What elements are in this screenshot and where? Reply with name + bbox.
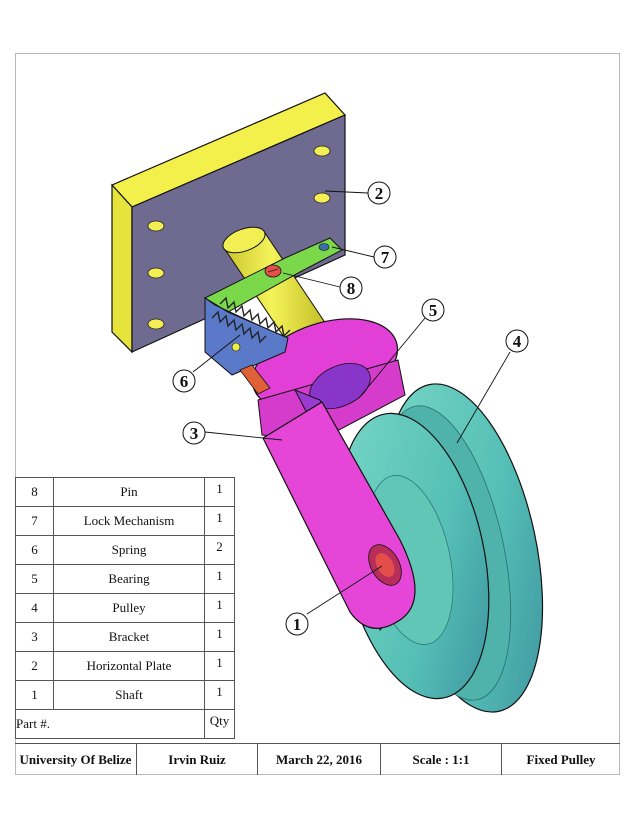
title-block: University Of Belize Irvin Ruiz March 22… — [15, 743, 620, 775]
callout-3-label: 3 — [190, 424, 199, 443]
part-name: Pin — [53, 477, 205, 507]
part-number: 7 — [15, 506, 54, 536]
callout-5-label: 5 — [429, 301, 438, 320]
callout-7: 7 — [373, 245, 397, 269]
spring-coil — [211, 310, 267, 344]
part-number-header: Part #. — [15, 709, 205, 739]
leader-lines — [192, 190, 511, 615]
pin — [264, 264, 282, 278]
table-row: 3 Bracket 1 — [15, 622, 235, 652]
callout-2-label: 2 — [375, 184, 384, 203]
bracket — [251, 318, 416, 632]
lock-small-hole — [231, 342, 241, 352]
part-qty: 1 — [204, 651, 235, 681]
plate-hole — [313, 192, 331, 204]
table-row: 2 Horizontal Plate 1 — [15, 651, 235, 681]
leader-line-2 — [324, 190, 369, 194]
table-row: 5 Bearing 1 — [15, 564, 235, 594]
part-number: 2 — [15, 651, 54, 681]
leader-line-3 — [204, 431, 283, 441]
part-number: 8 — [15, 477, 54, 507]
plate-hole — [147, 318, 165, 330]
plate-side-face — [111, 183, 133, 354]
lock-red-rod — [239, 364, 271, 395]
shaft-axle-end — [375, 553, 395, 577]
part-name: Shaft — [53, 680, 205, 710]
table-row: 6 Spring 2 — [15, 535, 235, 565]
part-qty: 1 — [204, 477, 235, 507]
plate-hole — [147, 267, 165, 279]
pin-slot — [267, 268, 279, 273]
part-name: Pulley — [53, 593, 205, 623]
plate-hole — [313, 145, 331, 157]
part-qty: 1 — [204, 622, 235, 652]
leader-line-4 — [456, 351, 511, 444]
part-number: 3 — [15, 622, 54, 652]
part-qty: 1 — [204, 680, 235, 710]
spring — [211, 296, 291, 344]
callout-4-label: 4 — [513, 332, 522, 351]
part-number: 1 — [15, 680, 54, 710]
spring-coil — [219, 296, 291, 338]
leader-line-7 — [331, 246, 375, 258]
part-name: Spring — [53, 535, 205, 565]
table-header-row: Part #. Qty — [15, 709, 235, 739]
part-number: 6 — [15, 535, 54, 565]
parts-list-table: 8 Pin 1 7 Lock Mechanism 1 6 Spring 2 5 … — [15, 477, 235, 739]
part-qty: 1 — [204, 564, 235, 594]
table-row: 4 Pulley 1 — [15, 593, 235, 623]
leader-line-8 — [282, 272, 341, 288]
part-qty: 2 — [204, 535, 235, 565]
plate-hole — [147, 220, 165, 232]
institution-cell: University Of Belize — [15, 744, 137, 775]
callout-6: 6 — [172, 369, 196, 393]
pulley — [338, 383, 544, 713]
table-row: 1 Shaft 1 — [15, 680, 235, 710]
callout-4: 4 — [505, 329, 529, 353]
drawing-sheet-border — [15, 53, 620, 775]
callout-balloons: 1 2 3 4 5 6 7 8 — [172, 181, 529, 636]
callout-6-label: 6 — [180, 372, 189, 391]
author-cell: Irvin Ruiz — [137, 744, 258, 775]
callout-2: 2 — [367, 181, 391, 205]
part-name: Horizontal Plate — [53, 651, 205, 681]
pin-head — [264, 264, 282, 278]
callout-1: 1 — [285, 612, 309, 636]
lock-body-top — [204, 297, 289, 339]
callout-3: 3 — [182, 421, 206, 445]
leader-line-5 — [358, 317, 426, 399]
part-number: 5 — [15, 564, 54, 594]
part-qty: 1 — [204, 593, 235, 623]
callout-7-label: 7 — [381, 248, 390, 267]
part-name: Bearing — [53, 564, 205, 594]
part-name: Lock Mechanism — [53, 506, 205, 536]
callout-1-label: 1 — [293, 615, 302, 634]
table-row: 8 Pin 1 — [15, 477, 235, 507]
lock-arm-hole — [318, 243, 330, 251]
scale-cell: Scale : 1:1 — [381, 744, 502, 775]
shaft-end — [222, 226, 266, 254]
date-cell: March 22, 2016 — [258, 744, 381, 775]
leader-line-1 — [306, 565, 383, 615]
part-number: 4 — [15, 593, 54, 623]
callout-5: 5 — [421, 298, 445, 322]
part-qty: 1 — [204, 506, 235, 536]
part-name: Bracket — [53, 622, 205, 652]
qty-header: Qty — [204, 709, 235, 739]
table-row: 7 Lock Mechanism 1 — [15, 506, 235, 536]
drawing-title-cell: Fixed Pulley — [526, 751, 596, 767]
callout-8: 8 — [339, 276, 363, 300]
callout-8-label: 8 — [347, 279, 356, 298]
leader-line-6 — [192, 334, 241, 373]
